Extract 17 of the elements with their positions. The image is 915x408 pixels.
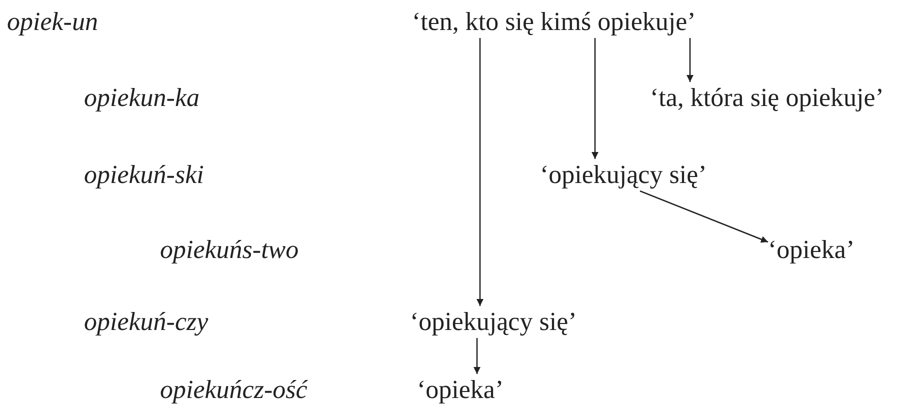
word-form: opiek-un <box>7 6 98 38</box>
word-form: opiekun-ka <box>84 82 200 114</box>
word-form: opiekuń-ski <box>84 159 204 191</box>
word-form: opiekuńcz-ość <box>160 374 308 406</box>
arrow <box>592 38 598 159</box>
gloss-text: ‘opiekujący się’ <box>540 159 707 191</box>
arrow <box>640 190 768 243</box>
arrow <box>474 338 480 374</box>
gloss-text: ‘opieka’ <box>768 234 855 266</box>
word-form: opiekuńs-two <box>160 234 299 266</box>
arrow <box>686 38 694 82</box>
gloss-text: ‘ten, kto się kimś opiekuje’ <box>412 6 696 38</box>
gloss-text: ‘opiekujący się’ <box>410 306 577 338</box>
arrow <box>476 38 484 306</box>
gloss-text: ‘opieka’ <box>417 374 504 406</box>
gloss-text: ‘ta, która się opiekuje’ <box>650 82 884 114</box>
word-form: opiekuń-czy <box>84 306 208 338</box>
